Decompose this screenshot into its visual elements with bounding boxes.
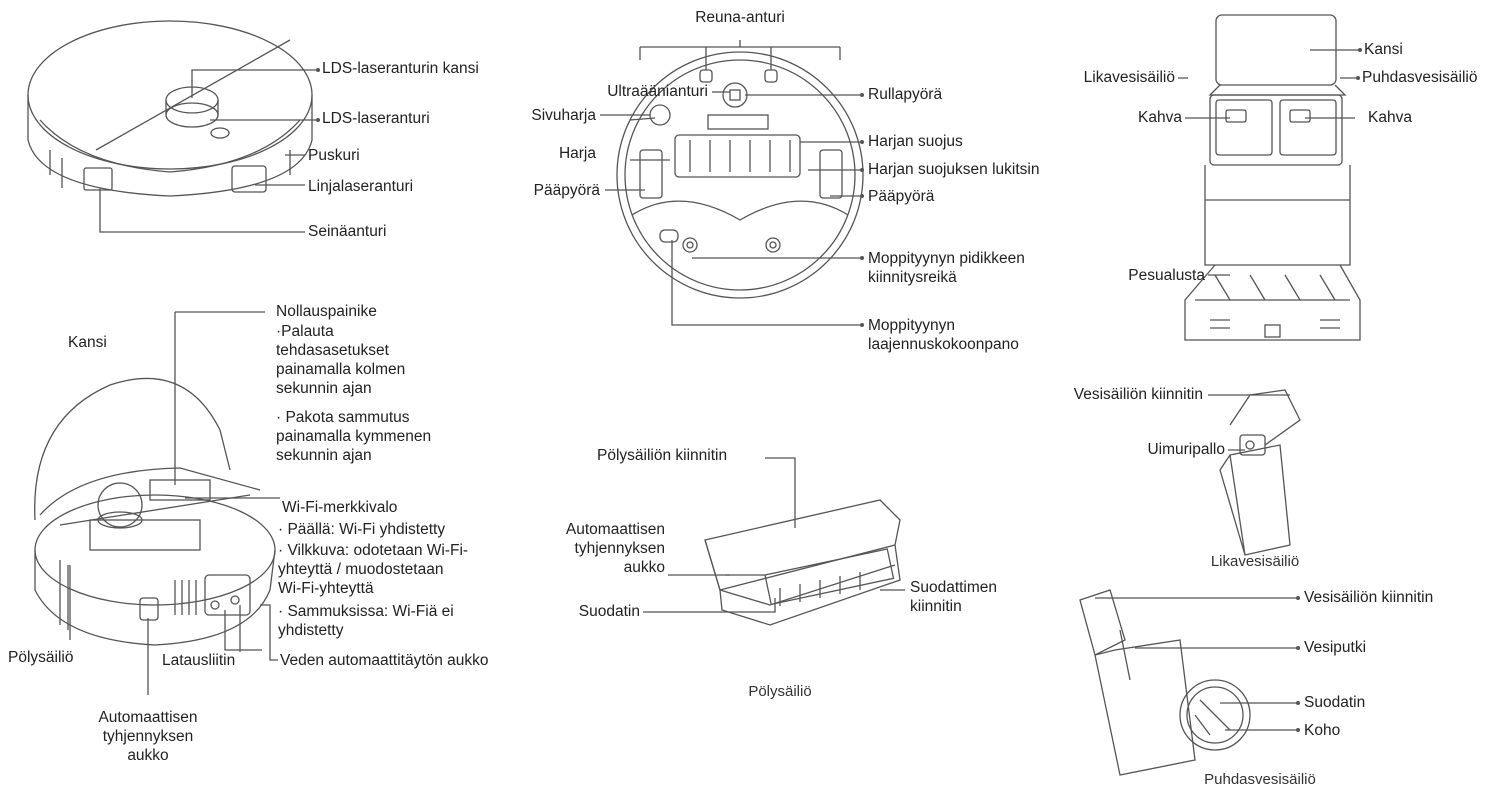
caption-clean-water-tank: Puhdasvesisäiliö <box>1204 771 1316 788</box>
label-dustbin-auto-empty-port: Automaattisen tyhjennyksen aukko <box>565 521 665 576</box>
label-lds-cover: LDS-laseranturin kansi <box>322 60 479 77</box>
label-filter-latch: Suodattimen kiinnitin <box>910 579 998 615</box>
label-clean-tank-latch: Vesisäiliön kiinnitin <box>1304 589 1434 606</box>
label-mop-assembly: Moppityynyn laajennuskokoonpano <box>868 317 1019 353</box>
label-main-wheel-left: Pääpyörä <box>533 182 600 199</box>
label-handle-right: Kahva <box>1368 109 1412 126</box>
label-reset-desc-shutdown: · Pakota sammutus painamalla kymmenen se… <box>276 409 432 464</box>
label-reset-button: Nollauspainike <box>276 303 377 320</box>
label-clean-water-tank: Puhdasvesisäiliö <box>1362 69 1478 86</box>
label-clean-tank-float: Koho <box>1304 722 1341 739</box>
label-charging-contacts: Latausliitin <box>162 652 236 669</box>
label-robot-cover: Kansi <box>68 334 107 351</box>
label-dustbin-filter: Suodatin <box>578 603 640 620</box>
label-wall-sensor: Seinäanturi <box>308 223 387 240</box>
label-wifi-off: · Sammuksissa: Wi-Fiä ei yhdistetty <box>278 603 454 639</box>
label-robot-dustbin: Pölysäiliö <box>8 649 74 666</box>
label-caster-wheel: Rullapyörä <box>868 86 943 103</box>
label-handle-left: Kahva <box>1138 109 1182 126</box>
label-wifi-light: Wi-Fi-merkkivalo <box>282 499 398 516</box>
label-station-lid: Kansi <box>1364 41 1403 58</box>
label-wifi-blink: · Vilkkuva: odotetaan Wi-Fi- yhteyttä / … <box>278 542 469 597</box>
label-wash-tray: Pesualusta <box>1128 267 1205 284</box>
label-cliff-sensor: Reuna-anturi <box>695 9 785 26</box>
robot-open-drawing <box>34 377 276 646</box>
label-brush: Harja <box>558 145 596 162</box>
label-brush-guard-latch: Harjan suojuksen lukitsin <box>868 161 1040 178</box>
label-wifi-on: · Päällä: Wi-Fi yhdistetty <box>278 521 446 538</box>
robot-top-drawing <box>27 20 313 197</box>
label-dirty-tank-latch: Vesisäiliön kiinnitin <box>1073 386 1203 403</box>
label-reset-desc-factory: ·Palauta tehdasasetukset painamalla kolm… <box>276 323 406 397</box>
label-ultrasonic-sensor: Ultraäänianturi <box>607 83 708 100</box>
label-bumper: Puskuri <box>308 147 360 164</box>
caption-dustbin: Pölysäiliö <box>748 683 812 700</box>
dustbin-drawing <box>704 499 901 626</box>
label-water-pipe: Vesiputki <box>1304 639 1367 656</box>
label-lds-sensor: LDS-laseranturi <box>322 110 430 127</box>
label-line-laser: Linjalaseranturi <box>308 178 414 195</box>
label-side-brush: Sivuharja <box>531 107 596 124</box>
label-dirty-water-tank: Likavesisäiliö <box>1083 69 1175 86</box>
label-float-ball: Uimuripallo <box>1147 441 1225 458</box>
clean-tank-drawing <box>1079 589 1251 776</box>
label-brush-guard: Harjan suojus <box>868 133 963 150</box>
label-main-wheel-right: Pääpyörä <box>868 188 935 205</box>
station-drawing <box>1184 14 1361 341</box>
label-mop-holder-holes: Moppityynyn pidikkeen kiinnitysreikä <box>868 250 1025 286</box>
caption-dirty-water-tank: Likavesisäiliö <box>1210 553 1300 570</box>
dirty-tank-drawing <box>1219 389 1301 556</box>
label-robot-auto-empty-port: Automaattisen tyhjennyksen aukko <box>98 709 198 764</box>
label-clean-tank-filter: Suodatin <box>1304 694 1366 711</box>
label-water-refill-port: Veden automaattitäytön aukko <box>280 652 489 669</box>
label-dustbin-latch: Pölysäiliön kiinnitin <box>597 447 728 464</box>
